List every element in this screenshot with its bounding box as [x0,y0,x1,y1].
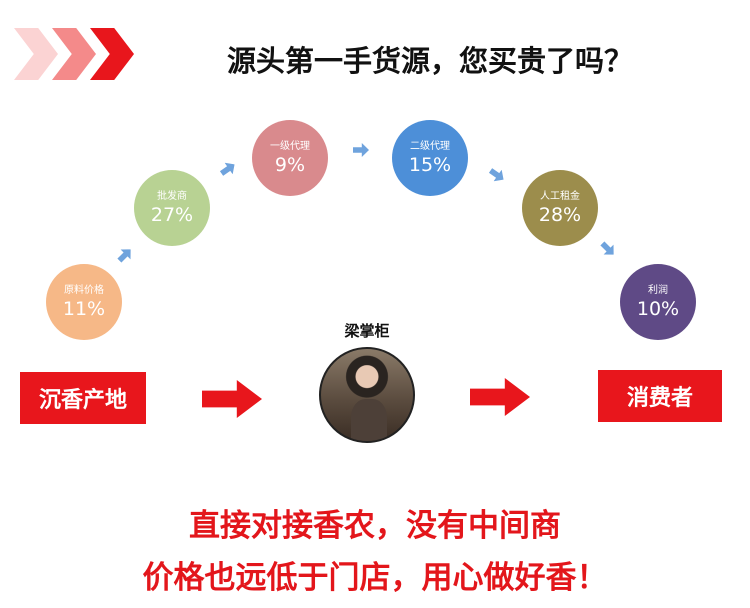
slogan-line-2: 价格也远低于门店，用心做好香！ [142,560,608,596]
circle-percent: 28% [538,203,582,226]
circle-percent: 10% [636,297,680,320]
origin-box: 沉香产地 [20,372,146,424]
red-arrow-icon [202,380,262,418]
slogan-line-1: 直接对接香农，没有中间商 [189,508,561,544]
circle-label: 原料价格 [64,284,104,296]
circle-percent: 9% [274,153,306,176]
chevron-decoration [90,28,134,80]
circle-label: 二级代理 [410,140,450,152]
chevron-decoration [52,28,96,80]
red-arrow-icon [470,378,530,416]
circle-label: 一级代理 [270,140,310,152]
circle-percent: 11% [62,297,106,320]
consumer-box: 消费者 [598,370,722,422]
arrow-icon [486,165,507,186]
circle-percent: 15% [408,153,452,176]
arrow-icon [114,244,135,265]
avatar-figure [351,399,387,441]
circle-label: 人工租金 [540,190,580,202]
page-title: 源头第一手货源，您买贵了吗？ [226,44,633,78]
seller-name: 梁掌柜 [344,322,390,340]
arrow-icon [353,143,369,157]
seller-avatar [319,347,415,443]
circle-percent: 27% [150,203,194,226]
circle-label: 利润 [648,284,668,296]
arrow-icon [217,159,238,180]
chevron-decoration [14,28,58,80]
circle-label: 批发商 [157,190,187,202]
arrow-icon [597,238,618,259]
